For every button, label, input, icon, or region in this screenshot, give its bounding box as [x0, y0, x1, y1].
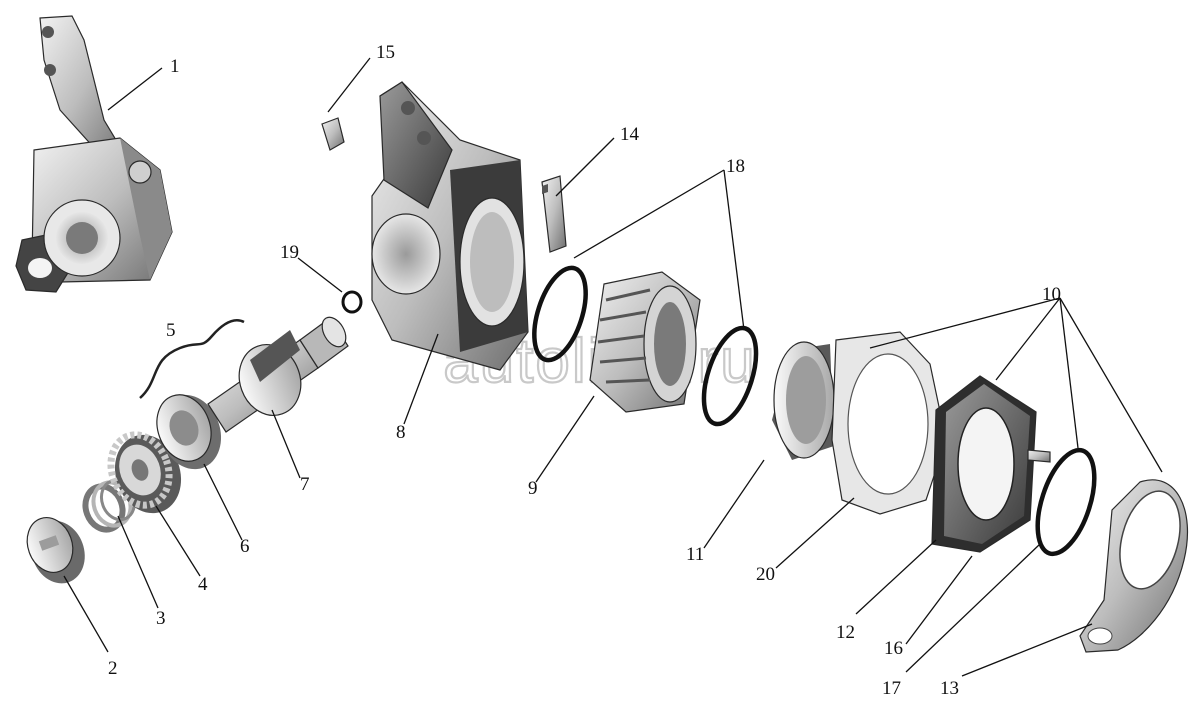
- part-16-bolt: [1027, 449, 1051, 463]
- label-5: 5: [166, 320, 176, 341]
- part-5-seal-wire: [139, 319, 245, 399]
- part-6-worm-wheel: [156, 394, 222, 470]
- label-11: 11: [686, 544, 704, 565]
- part-9-cage-bearing: [589, 271, 701, 413]
- part-20-gasket: [831, 331, 947, 515]
- part-1-slack-adjuster: [15, 15, 173, 293]
- label-2: 2: [108, 658, 118, 679]
- part-18-o-ring-right: [701, 325, 759, 427]
- label-18: 18: [726, 156, 745, 177]
- part-14-pawl: [541, 175, 567, 253]
- label-16: 16: [884, 638, 903, 659]
- part-15-plug: [321, 117, 345, 151]
- label-4: 4: [198, 574, 208, 595]
- label-19: 19: [280, 242, 299, 263]
- part-11-bushing: [772, 341, 835, 460]
- label-15: 15: [376, 42, 395, 63]
- part-13-lever-ring: [1079, 479, 1189, 653]
- part-8-housing: [371, 81, 529, 371]
- label-20: 20: [756, 564, 775, 585]
- part-7-worm-shaft: [207, 316, 349, 433]
- label-12: 12: [836, 622, 855, 643]
- label-8: 8: [396, 422, 406, 443]
- part-19-small-o-ring: [341, 290, 363, 314]
- part-17-large-o-ring: [1035, 447, 1097, 557]
- label-9: 9: [528, 478, 538, 499]
- label-6: 6: [240, 536, 250, 557]
- part-labels: 1 2 3 4 5 6 7 8 9 10 11 12 13 14 15 16 1…: [108, 42, 1061, 699]
- label-3: 3: [156, 608, 166, 629]
- label-13: 13: [940, 678, 959, 699]
- part-18-o-ring-left: [532, 265, 588, 363]
- part-12-cover-plate: [931, 375, 1037, 553]
- label-7: 7: [300, 474, 310, 495]
- label-17: 17: [882, 678, 901, 699]
- part-4-gear: [107, 431, 182, 514]
- label-14: 14: [620, 124, 640, 145]
- part-2-end-cap: [26, 517, 85, 584]
- label-1: 1: [170, 56, 180, 77]
- leader-lines: [63, 57, 1163, 677]
- label-10: 10: [1042, 284, 1061, 305]
